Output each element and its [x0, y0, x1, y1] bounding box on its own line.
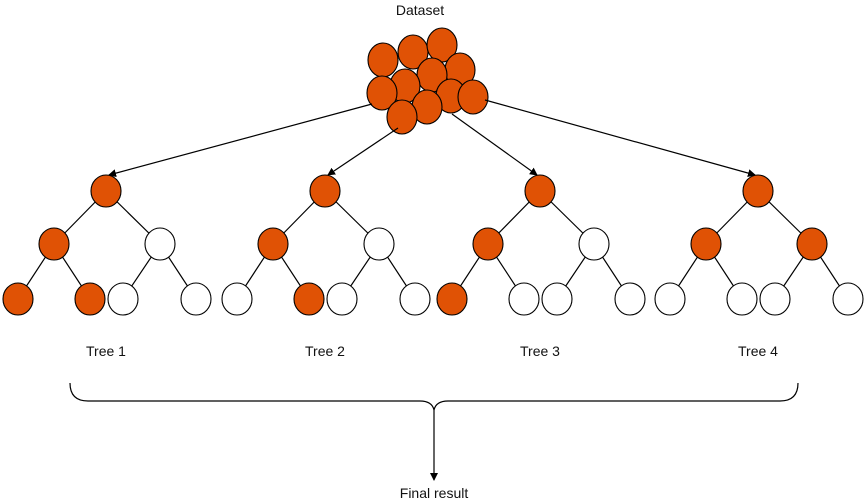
tree-node-lr — [726, 282, 758, 316]
final-result-label: Final result — [400, 485, 469, 501]
tree-node-rr — [180, 282, 212, 316]
tree-node-r — [578, 227, 610, 261]
tree-label: Tree 4 — [738, 343, 778, 359]
tree-node-ll — [436, 282, 468, 316]
tree-node-root — [309, 174, 341, 208]
tree-label: Tree 3 — [520, 343, 560, 359]
dataset-to-tree-arrow — [484, 99, 756, 177]
dataset-ball — [457, 79, 489, 115]
tree-node-l — [257, 227, 289, 261]
tree-node-rl — [541, 282, 573, 316]
tree-node-rl — [759, 282, 791, 316]
aggregation-brace — [69, 382, 799, 411]
tree-1: Tree 1 — [2, 174, 212, 359]
dataset-cluster — [366, 27, 489, 135]
tree-4: Tree 4 — [654, 174, 864, 359]
tree-node-lr — [293, 282, 325, 316]
tree-node-lr — [74, 282, 106, 316]
tree-label: Tree 2 — [305, 343, 345, 359]
tree-2: Tree 2 — [221, 174, 431, 359]
tree-node-rr — [614, 282, 646, 316]
tree-node-root — [742, 174, 774, 208]
tree-node-ll — [654, 282, 686, 316]
tree-node-r — [796, 227, 828, 261]
dataset-label: Dataset — [396, 2, 444, 18]
tree-node-l — [472, 227, 504, 261]
tree-label: Tree 1 — [86, 343, 126, 359]
dataset-arrows — [108, 99, 756, 178]
tree-node-root — [90, 174, 122, 208]
dataset-ball — [386, 99, 418, 135]
tree-node-ll — [2, 282, 34, 316]
tree-node-l — [38, 227, 70, 261]
tree-node-rr — [399, 282, 431, 316]
tree-node-rl — [326, 282, 358, 316]
trees: Tree 1 Tree 2 Tree 3 Tree 4 — [2, 174, 864, 359]
tree-node-r — [363, 227, 395, 261]
dataset-to-tree-arrow — [327, 127, 399, 176]
tree-node-ll — [221, 282, 253, 316]
tree-node-root — [524, 174, 556, 208]
tree-node-lr — [508, 282, 540, 316]
dataset-to-tree-arrow — [108, 103, 373, 178]
tree-node-rr — [832, 282, 864, 316]
dataset-ball — [366, 75, 398, 111]
tree-node-r — [144, 227, 176, 261]
dataset-ball — [367, 42, 399, 78]
dataset-to-tree-arrow — [451, 113, 538, 176]
tree-3: Tree 3 — [436, 174, 646, 359]
tree-node-l — [690, 227, 722, 261]
tree-node-rl — [107, 282, 139, 316]
